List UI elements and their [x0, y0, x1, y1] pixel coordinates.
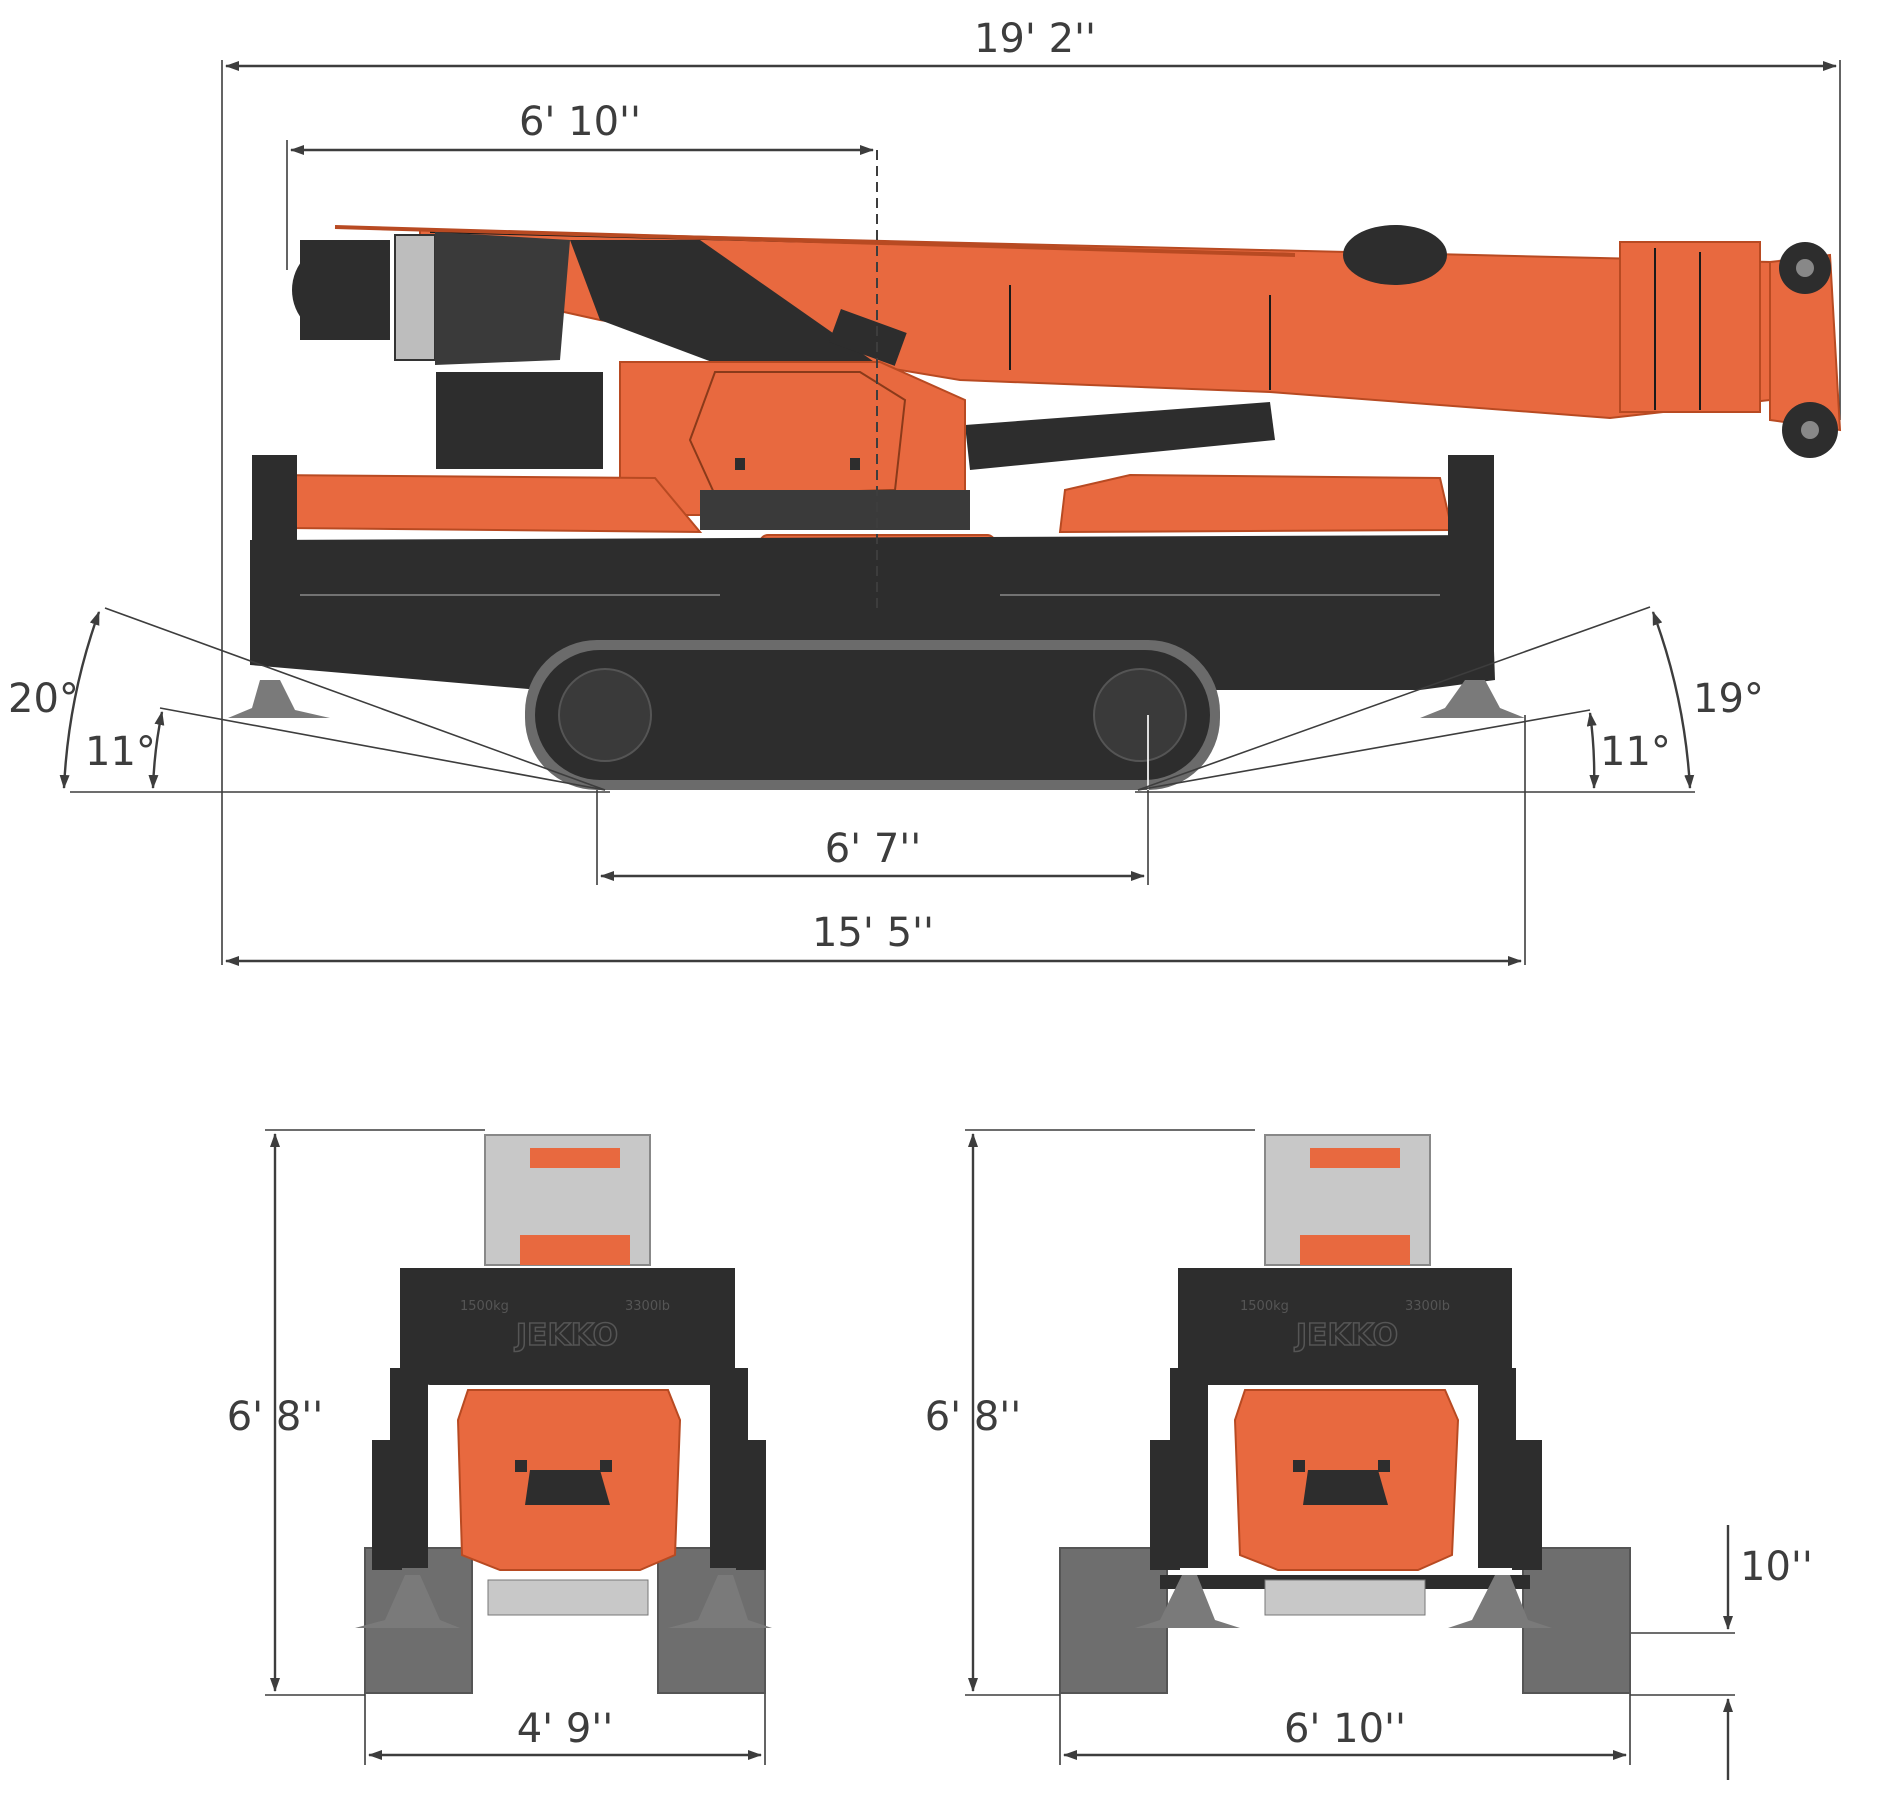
wide-height-label: 6' 8'' — [925, 1394, 1022, 1440]
narrow-plate-left: 1500kg — [460, 1299, 509, 1314]
narrow-brand: JEKKO — [514, 1318, 618, 1353]
front-view-narrow: 1500kg 3300lb JEKKO 6' 8'' 4' 9'' — [227, 1129, 772, 1765]
outrigger-feet — [228, 680, 1525, 718]
side-view: 19' 2'' 6' 10'' 6' 7'' 15' 5'' 20° 11° 1… — [8, 16, 1842, 966]
narrow-plate-right: 3300lb — [625, 1299, 670, 1314]
crawler-track — [525, 640, 1220, 790]
narrow-height-label: 6' 8'' — [227, 1394, 324, 1440]
overall-length-label: 19' 2'' — [974, 16, 1096, 62]
turret-cab — [619, 309, 970, 530]
wide-brand: JEKKO — [1294, 1318, 1398, 1353]
front-view-wide: 1500kg 3300lb JEKKO 6' 8'' 6' 10'' 10'' — [925, 1129, 1813, 1780]
wide-plate-right: 3300lb — [1405, 1299, 1450, 1314]
track-length-label: 6' 7'' — [825, 826, 922, 872]
right-angle-outer-label: 19° — [1693, 676, 1764, 722]
boom-offset-label: 6' 10'' — [519, 99, 641, 145]
narrow-width-label: 4' 9'' — [517, 1706, 614, 1752]
crane-boom — [292, 225, 1842, 470]
wide-width-label: 6' 10'' — [1284, 1706, 1406, 1752]
right-angle-inner-label: 11° — [1600, 729, 1671, 775]
left-angle-inner-label: 11° — [85, 729, 156, 775]
ground-clearance-label: 10'' — [1740, 1544, 1813, 1590]
left-angle-outer-label: 20° — [8, 676, 79, 722]
wide-plate-left: 1500kg — [1240, 1299, 1289, 1314]
outrigger-span-label: 15' 5'' — [812, 910, 934, 956]
